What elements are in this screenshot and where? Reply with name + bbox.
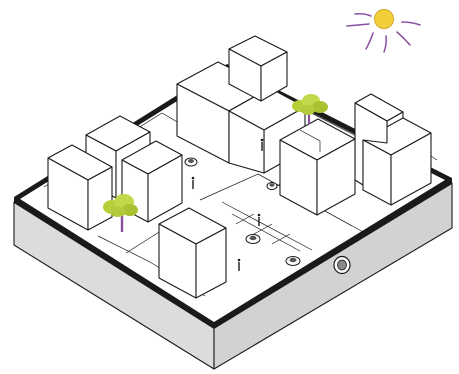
- person-icon: [260, 138, 264, 151]
- building-right-back: [354, 93, 432, 206]
- car-icon: [184, 157, 198, 167]
- manhole-icon: [333, 255, 351, 275]
- tree-icon: [292, 94, 328, 124]
- parking-lines: [221, 201, 313, 252]
- building-left-front: [47, 144, 113, 231]
- person-icon: [191, 176, 195, 189]
- tree-icon: [103, 194, 138, 232]
- building-right-front: [279, 118, 356, 216]
- sun-icon: [346, 9, 421, 53]
- person-icon: [257, 213, 261, 226]
- car-icon: [245, 234, 261, 244]
- person-icon: [237, 258, 241, 271]
- car-icon: [266, 182, 278, 190]
- building-front: [158, 207, 227, 299]
- car-icon: [285, 256, 301, 266]
